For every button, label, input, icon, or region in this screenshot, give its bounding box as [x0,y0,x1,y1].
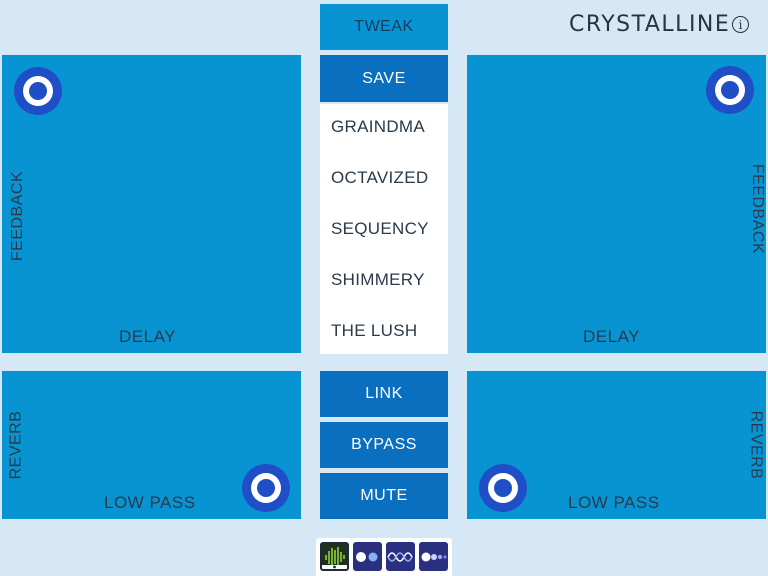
bypass-button[interactable]: BYPASS [320,422,448,468]
wave-icon[interactable] [386,542,415,571]
xy-pad-bottom-right[interactable]: REVERB LOW PASS [467,371,766,519]
xy-pad-handle[interactable] [242,464,290,512]
pad-x-label: DELAY [119,327,176,346]
preset-item-octavized[interactable]: OCTAVIZED [331,168,429,187]
preset-item-sequency[interactable]: SEQUENCY [331,219,429,238]
pad-x-label: LOW PASS [104,493,196,512]
xy-pad-top-left[interactable]: FEEDBACK DELAY [2,55,301,353]
xy-pad-handle[interactable] [14,67,62,115]
link-button[interactable]: LINK [320,371,448,417]
preset-list: GRAINDMA OCTAVIZED SEQUENCY SHIMMERY THE… [320,104,448,354]
app-title: CRYSTALLINE [569,12,731,37]
preset-item-the-lush[interactable]: THE LUSH [331,321,418,340]
info-icon[interactable]: i [732,16,749,33]
preset-item-shimmery[interactable]: SHIMMERY [331,270,425,289]
tweak-button[interactable]: TWEAK [320,4,448,50]
dots-row-icon[interactable] [419,542,448,571]
xy-pad-handle[interactable] [706,66,754,114]
pad-x-label: LOW PASS [568,493,660,512]
save-button[interactable]: SAVE [320,55,448,102]
pad-y-label: REVERB [7,410,25,480]
mode-tab-bar [316,538,452,576]
xy-pad-bottom-left[interactable]: REVERB LOW PASS [2,371,301,519]
waveform-icon[interactable] [320,542,349,571]
xy-pad-top-right[interactable]: FEEDBACK DELAY [467,55,766,353]
pad-y-label: FEEDBACK [9,170,27,262]
xy-pad-handle[interactable] [479,464,527,512]
pad-y-label: REVERB [747,410,765,480]
pad-x-label: DELAY [583,327,640,346]
pad-y-label: FEEDBACK [749,163,767,255]
two-dots-icon[interactable] [353,542,382,571]
mute-button[interactable]: MUTE [320,473,448,519]
preset-item-graindma[interactable]: GRAINDMA [331,117,426,136]
